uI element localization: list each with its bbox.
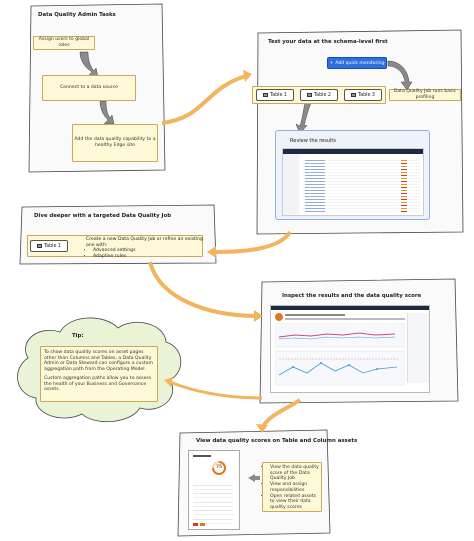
inspect-score-badge — [275, 313, 283, 321]
score-ring — [212, 461, 226, 475]
inspect-side-panel — [407, 313, 429, 383]
review-caption: Review the results — [290, 138, 336, 144]
step-add-capability: Add the data quality capability to a hea… — [72, 124, 158, 162]
review-sidebar — [283, 154, 299, 215]
inspect-title: Inspect the results and the data quality… — [282, 293, 422, 299]
inspect-screenshot — [270, 305, 430, 393]
arrow-view-note — [248, 474, 260, 482]
schema-table-3-label: Table 3 — [358, 92, 375, 98]
tip-para-2: Custom aggregation paths allow you to as… — [44, 375, 152, 393]
view-panel-flag — [193, 523, 198, 526]
view-asset-panel: 75 — [188, 450, 240, 530]
schema-title: Test your data at the schema-level first — [268, 39, 388, 45]
schema-table-1-label: Table 1 — [270, 92, 287, 98]
profiling-note-text: Data Quality Job runs basic profiling — [393, 89, 457, 100]
deep-note-intro: Create a new Data Quality Job or refine … — [86, 237, 203, 248]
inspect-charts — [275, 323, 405, 386]
view-note-item: View the data quality score of the Data … — [270, 465, 319, 482]
arrowhead-3 — [254, 310, 263, 322]
tip-label: Tip: — [72, 333, 84, 339]
deep-note: Create a new Data Quality Job or refine … — [86, 237, 204, 259]
view-title: View data quality scores on Table and Co… — [196, 438, 358, 444]
add-button-label: Add quick monitoring — [335, 60, 385, 66]
step-connect-source: Connect to a data source — [42, 75, 136, 101]
inspect-tabs — [285, 318, 405, 320]
deep-table-1[interactable]: Table 1 — [30, 240, 68, 252]
review-screenshot — [282, 148, 424, 216]
deep-strip — [27, 235, 203, 257]
arrow-schema-to-deep — [213, 230, 292, 254]
deep-title: Dive deeper with a targeted Data Quality… — [34, 213, 172, 219]
view-panel-heading — [193, 455, 211, 457]
table-icon — [37, 244, 42, 248]
deep-note-item: Adaptive rules — [93, 254, 204, 260]
view-panel-fields — [193, 481, 233, 527]
schema-table-3[interactable]: Table 3 — [344, 89, 382, 101]
view-note: View the data quality score of the Data … — [262, 462, 322, 512]
arrowhead-2 — [207, 246, 216, 258]
deep-table-1-label: Table 1 — [44, 243, 61, 249]
arrow-deep-to-inspect — [148, 261, 259, 318]
arrowhead-1 — [243, 70, 252, 82]
plus-icon: + — [329, 60, 334, 66]
arrow-admin-to-schema — [161, 74, 247, 125]
step-assign-users: Assign users to global roles — [33, 36, 95, 50]
view-note-item: Open related assets to view their data q… — [270, 494, 319, 511]
table-icon — [351, 93, 356, 97]
schema-table-2[interactable]: Table 2 — [300, 89, 338, 101]
table-icon — [263, 93, 268, 97]
deep-note-item: Advanced settings — [93, 248, 204, 254]
arrow-tables-review — [295, 102, 312, 135]
add-quick-monitoring-button[interactable]: + Add quick monitoring — [327, 57, 387, 69]
profiling-note: Data Quality Job runs basic profiling — [389, 89, 461, 101]
review-topbar — [283, 149, 423, 154]
schema-table-1[interactable]: Table 1 — [256, 89, 294, 101]
arrow-inspect-to-view — [260, 398, 302, 430]
tip-para-1: To show data quality scores on asset pag… — [44, 350, 153, 373]
admin-title: Data Quality Admin Tasks — [38, 12, 116, 18]
arrowhead-5 — [164, 377, 173, 387]
arrowhead-4 — [256, 424, 268, 433]
inspect-topbar — [271, 306, 429, 310]
arrow-step2-step3 — [99, 100, 115, 125]
arrow-button-note — [387, 60, 413, 91]
review-col-links — [305, 160, 325, 212]
tip-note: To show data quality scores on asset pag… — [40, 346, 158, 402]
view-note-item: View and assign responsibilities — [270, 482, 319, 493]
review-results-panel: Review the results — [275, 130, 430, 220]
view-panel-flag — [200, 523, 205, 526]
arrow-step1-step2 — [79, 51, 99, 78]
inspect-job-name — [285, 314, 345, 316]
review-col-status — [401, 160, 407, 212]
score-value: 75 — [215, 465, 223, 470]
arrow-inspect-to-tip — [169, 380, 263, 400]
schema-table-2-label: Table 2 — [314, 92, 331, 98]
table-icon — [307, 93, 312, 97]
